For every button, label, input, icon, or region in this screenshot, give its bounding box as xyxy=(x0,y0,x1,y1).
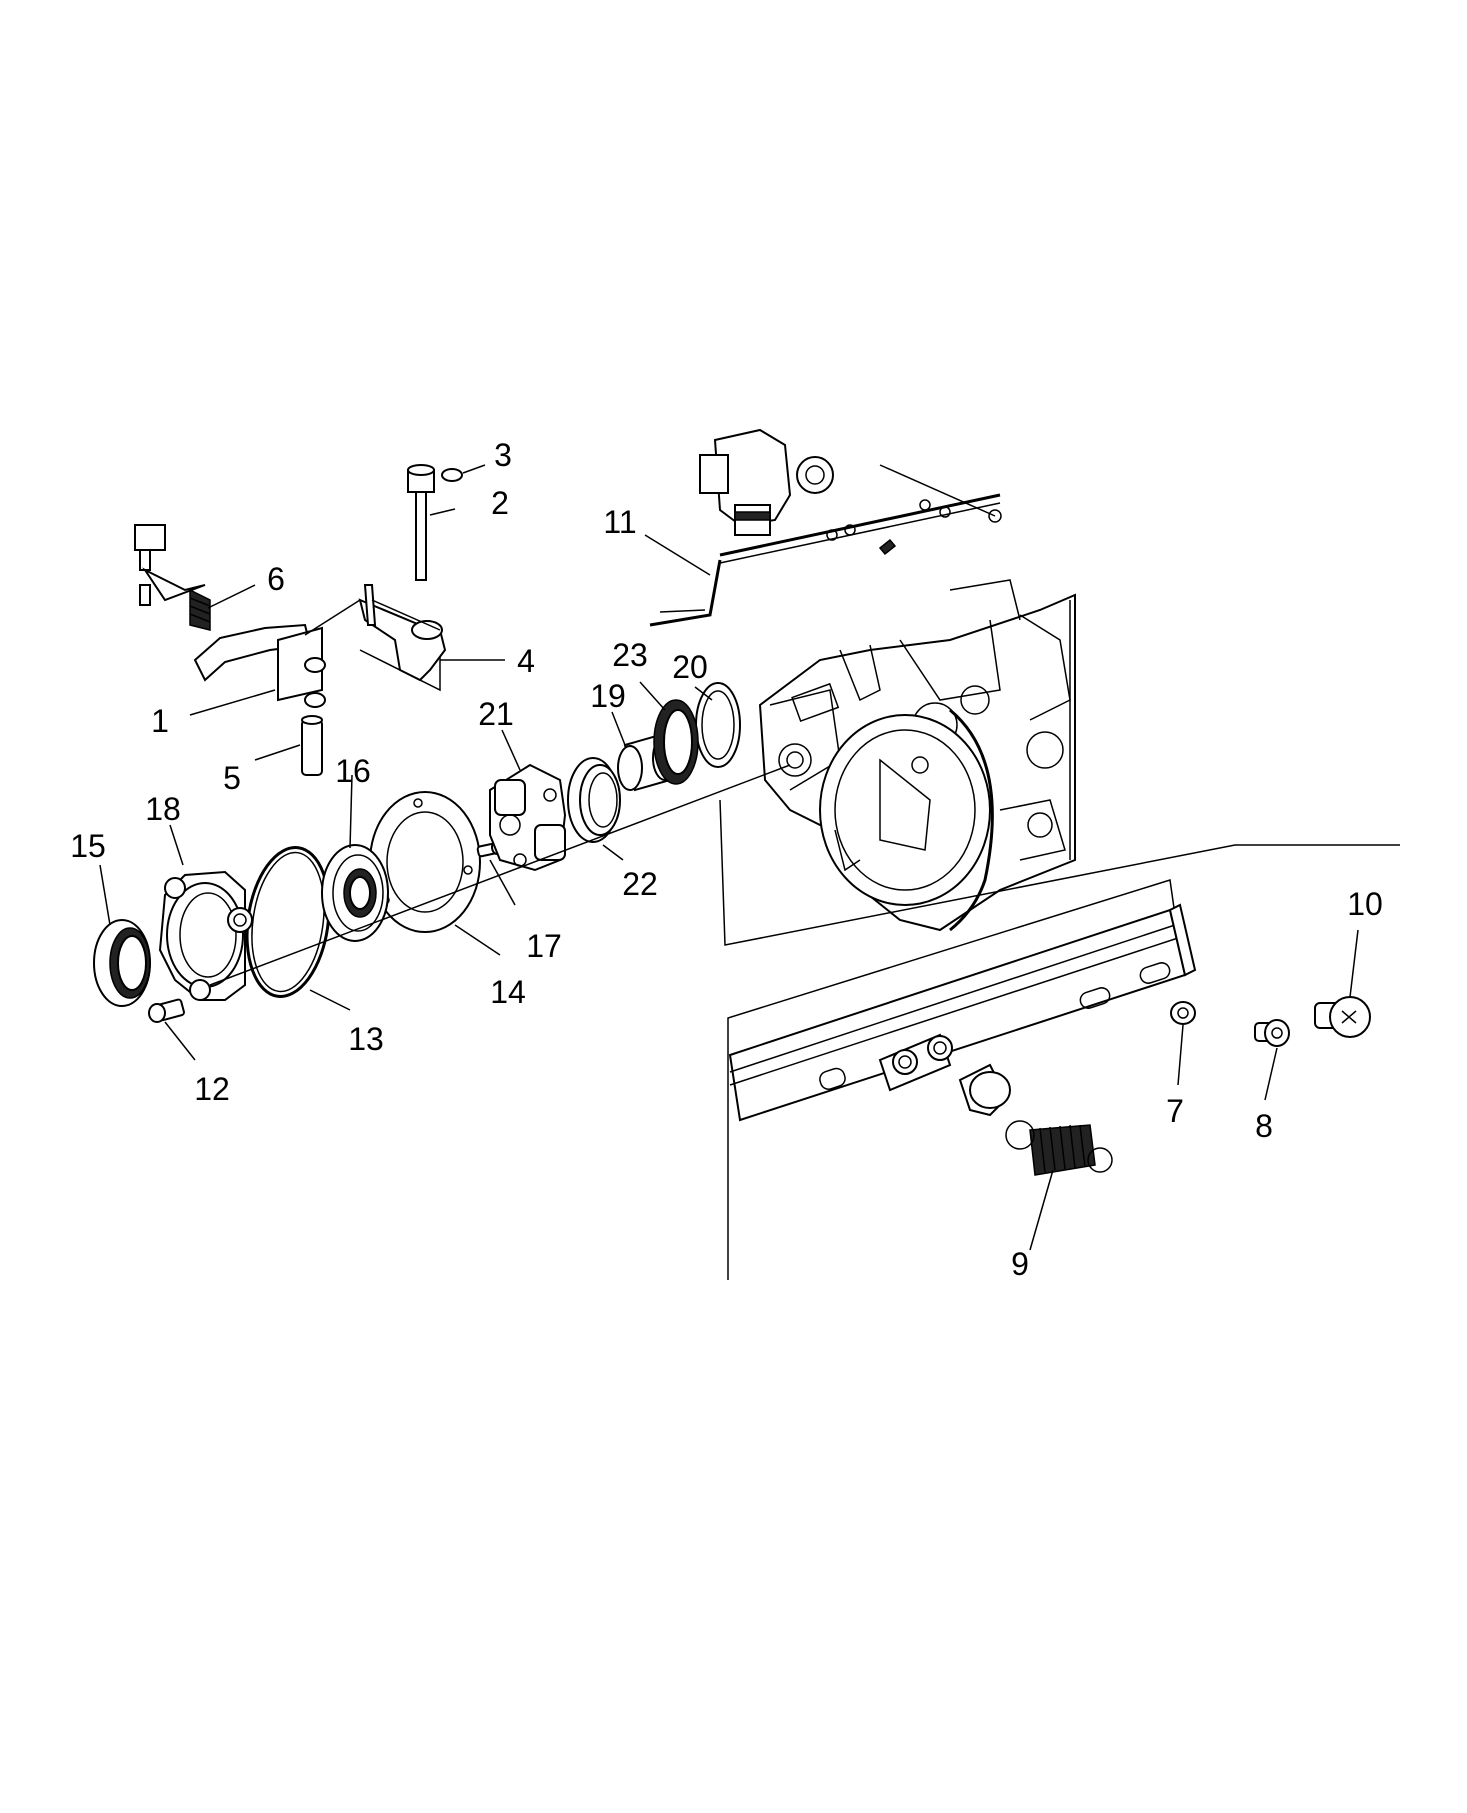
leader-21 xyxy=(501,729,521,771)
transmission-case-icon xyxy=(758,579,1076,932)
bolt-icon xyxy=(1254,1019,1290,1047)
callout-18: 18 xyxy=(145,791,181,827)
callout-10: 10 xyxy=(1347,886,1383,922)
bearing-housing-icon xyxy=(158,870,253,1001)
leader-17 xyxy=(489,859,516,906)
shim-icon xyxy=(695,682,741,768)
leader-14 xyxy=(454,924,501,956)
leader-15 xyxy=(99,864,111,926)
plug-bolt-icon xyxy=(1314,996,1371,1038)
seal-ring-icon xyxy=(441,468,463,482)
actuator-bracket-icon xyxy=(649,428,1002,627)
leader-23 xyxy=(639,681,666,711)
leader-7 xyxy=(1177,1024,1184,1086)
detail-inset xyxy=(727,879,1197,1280)
leader-2 xyxy=(429,508,456,516)
callout-5: 5 xyxy=(223,760,241,796)
leader-lines xyxy=(99,464,1359,1251)
callout-21: 21 xyxy=(478,696,514,732)
leader-6 xyxy=(207,584,256,609)
leader-19 xyxy=(611,711,626,746)
leader-1 xyxy=(189,689,276,716)
return-spring-icon xyxy=(134,524,211,631)
leader-20 xyxy=(694,686,713,701)
tension-spring-icon xyxy=(1005,1120,1113,1176)
thrust-washer-icon xyxy=(653,699,699,785)
callout-6: 6 xyxy=(267,561,285,597)
callout-11: 11 xyxy=(603,504,636,540)
assembly-centerline xyxy=(209,764,1400,986)
callout-13: 13 xyxy=(348,1021,384,1057)
leader-10 xyxy=(1349,929,1359,998)
bushing-pin-icon xyxy=(301,715,323,776)
leader-3 xyxy=(462,464,486,474)
leader-11 xyxy=(644,534,711,576)
leader-8 xyxy=(1264,1047,1278,1101)
callout-23: 23 xyxy=(612,637,648,673)
leader-5 xyxy=(254,744,301,761)
bearing-race-icon xyxy=(567,757,621,843)
callout-3: 3 xyxy=(494,437,512,473)
callout-14: 14 xyxy=(490,974,526,1010)
leader-18 xyxy=(169,824,184,866)
callout-22: 22 xyxy=(622,866,658,902)
release-caliper-icon xyxy=(489,763,567,872)
bearing-icon xyxy=(321,844,389,942)
callout-20: 20 xyxy=(672,649,708,685)
leader-22 xyxy=(602,844,624,861)
callout-7: 7 xyxy=(1166,1093,1184,1129)
washer-icon xyxy=(1170,1001,1196,1025)
callout-15: 15 xyxy=(70,828,106,864)
callout-9: 9 xyxy=(1011,1246,1029,1282)
leader-13 xyxy=(309,989,351,1011)
leader-9 xyxy=(1029,1169,1054,1251)
callout-12: 12 xyxy=(194,1071,230,1107)
oil-seal-icon xyxy=(93,919,151,1007)
screw-icon xyxy=(148,998,185,1023)
callout-labels: 1 2 3 4 5 6 7 8 9 10 11 12 13 14 15 16 1… xyxy=(70,437,1383,1282)
callout-8: 8 xyxy=(1255,1108,1273,1144)
callout-16: 16 xyxy=(335,753,371,789)
callout-17: 17 xyxy=(526,928,562,964)
callout-19: 19 xyxy=(590,678,626,714)
callout-2: 2 xyxy=(491,485,509,521)
callout-4: 4 xyxy=(517,643,535,679)
leader-12 xyxy=(164,1021,196,1061)
clutch-lever-icon xyxy=(358,584,447,682)
shift-rail-icon xyxy=(407,464,435,581)
leader-16 xyxy=(349,774,353,849)
gasket-ring-icon xyxy=(245,846,331,998)
callout-1: 1 xyxy=(151,703,169,739)
